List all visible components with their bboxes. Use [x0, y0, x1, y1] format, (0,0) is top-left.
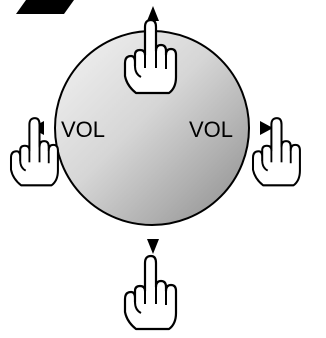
hand-pointer-icon-left: [11, 118, 58, 185]
vol-right-label: VOL: [189, 117, 233, 142]
hand-pointer-icon-down: [125, 256, 176, 329]
vol-left-label: VOL: [61, 117, 105, 142]
hand-pointer-icon-up: [125, 20, 176, 93]
step-number-fragment: [16, 0, 74, 14]
down-arrow-icon: [147, 239, 159, 254]
up-arrow-icon: [147, 6, 159, 21]
